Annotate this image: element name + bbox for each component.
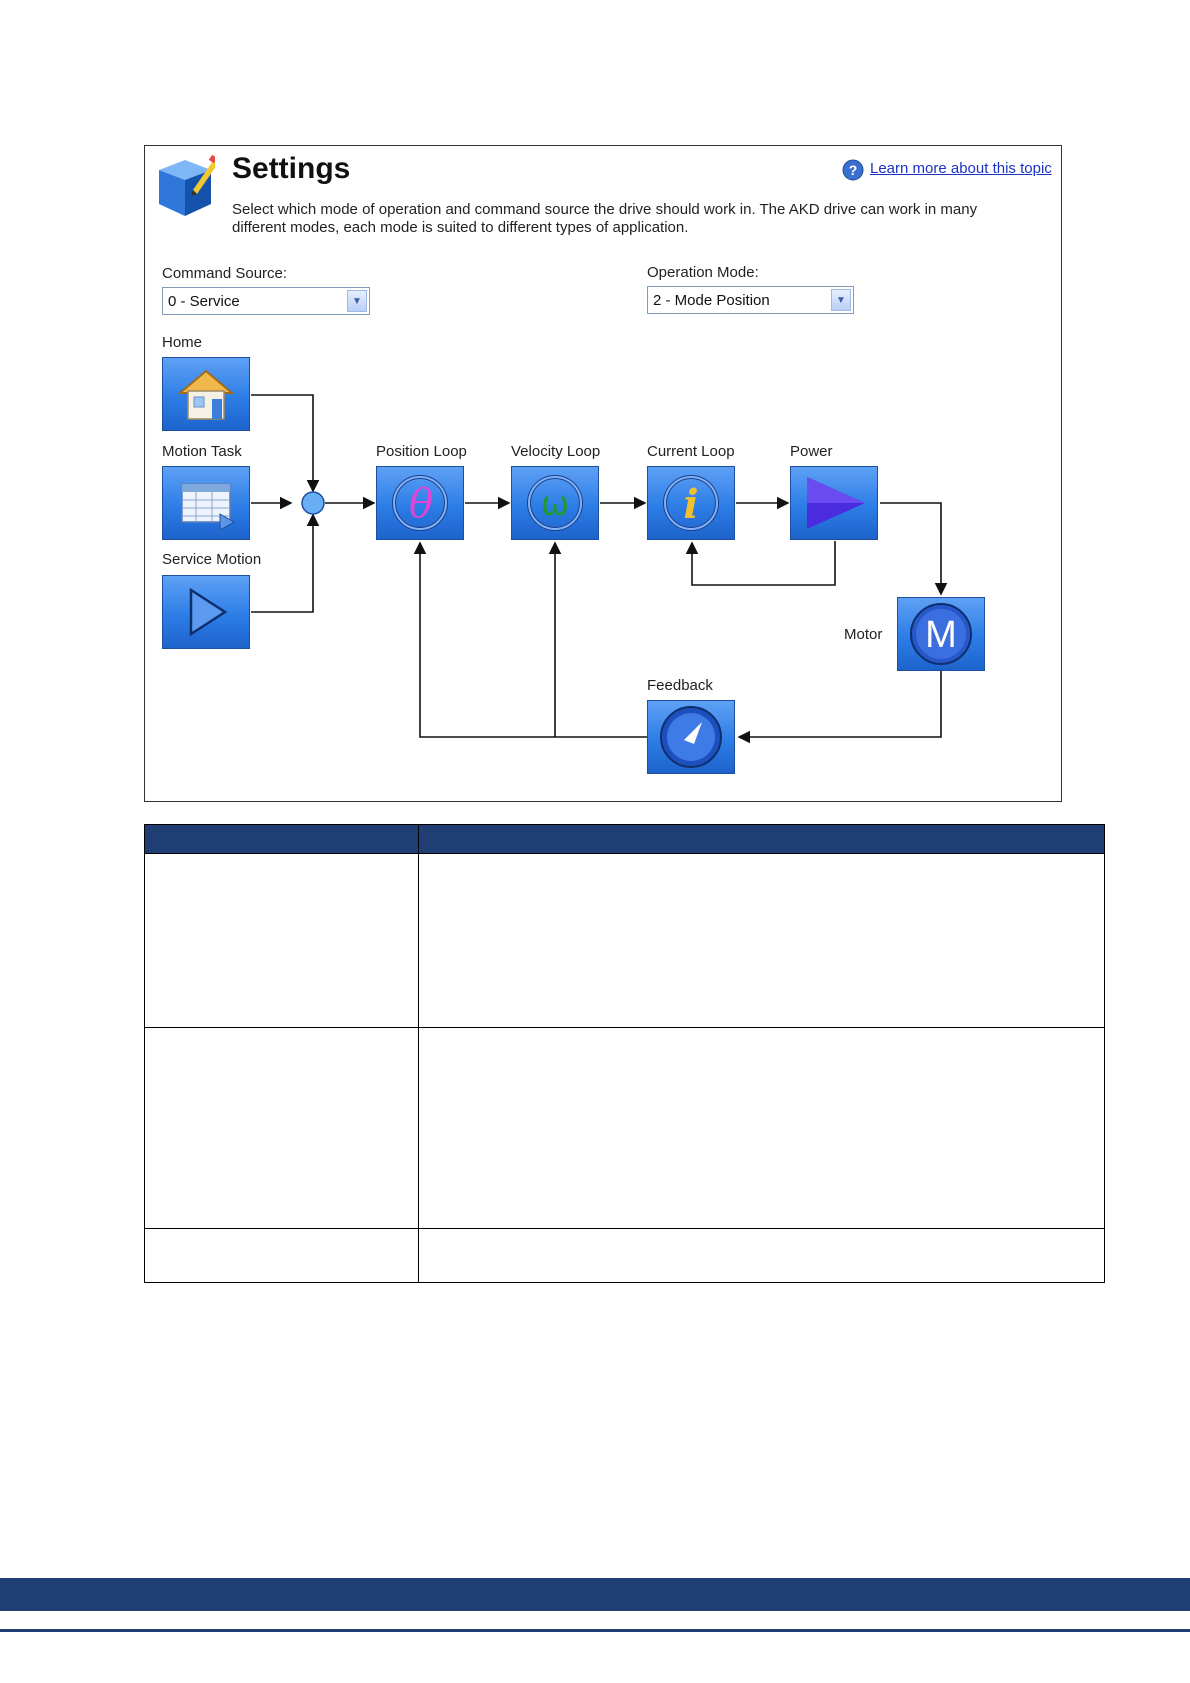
- current-i-icon: i: [663, 475, 719, 531]
- svg-text:?: ?: [849, 162, 858, 178]
- motion-task-label: Motion Task: [162, 443, 242, 460]
- command-source-select[interactable]: 0 - Service ▼: [162, 287, 370, 315]
- table-cell: [418, 1027, 1105, 1229]
- table-cell: [144, 1228, 419, 1283]
- table-cell: [144, 1027, 419, 1229]
- chevron-down-icon[interactable]: ▼: [347, 290, 367, 312]
- play-icon: [189, 587, 228, 637]
- home-block[interactable]: [162, 357, 250, 431]
- omega-icon: ω: [527, 475, 583, 531]
- position-loop-block[interactable]: θ: [376, 466, 464, 540]
- help-icon[interactable]: ?: [842, 159, 864, 181]
- theta-icon: θ: [392, 475, 448, 531]
- current-loop-block[interactable]: i: [647, 466, 735, 540]
- operation-mode-select[interactable]: 2 - Mode Position ▼: [647, 286, 854, 314]
- table-row: [144, 1228, 1105, 1283]
- table-cell: [144, 853, 419, 1028]
- diagram-connectors: [251, 394, 948, 744]
- svg-text:θ: θ: [409, 481, 433, 527]
- command-source-label: Command Source:: [162, 265, 288, 282]
- description-line-2: different modes, each mode is suited to …: [232, 219, 689, 236]
- table-cell: [418, 1228, 1105, 1283]
- table-cell: [418, 853, 1105, 1028]
- motor-block[interactable]: M: [897, 597, 985, 671]
- table-icon: [181, 483, 236, 530]
- table-header-row: [144, 824, 1105, 854]
- operation-mode-label: Operation Mode:: [647, 264, 759, 281]
- table-header-cell: [418, 824, 1105, 854]
- svg-text:M: M: [925, 614, 957, 656]
- feedback-block[interactable]: [647, 700, 735, 774]
- operation-mode-value: 2 - Mode Position: [653, 291, 770, 309]
- svg-text:i: i: [683, 481, 698, 528]
- home-label: Home: [162, 334, 203, 351]
- position-loop-label: Position Loop: [376, 443, 467, 460]
- service-motion-label: Service Motion: [162, 551, 262, 568]
- house-icon: [177, 369, 235, 420]
- settings-cube-icon: [155, 154, 219, 218]
- power-block[interactable]: [790, 466, 878, 540]
- chevron-down-icon[interactable]: ▼: [831, 289, 851, 311]
- description-table: [144, 824, 1105, 1283]
- footer-rule: [0, 1629, 1190, 1632]
- service-motion-block[interactable]: [162, 575, 250, 649]
- power-triangle-icon: [807, 477, 865, 529]
- settings-panel: Settings ? Learn more about this topic S…: [144, 145, 1062, 802]
- description-line-1: Select which mode of operation and comma…: [232, 201, 978, 218]
- motion-task-block[interactable]: [162, 466, 250, 540]
- feedback-dial-icon: [660, 706, 722, 768]
- feedback-label: Feedback: [647, 677, 713, 694]
- velocity-loop-block[interactable]: ω: [511, 466, 599, 540]
- page-title: Settings: [232, 152, 351, 185]
- current-loop-label: Current Loop: [647, 443, 735, 460]
- svg-text:ω: ω: [541, 484, 569, 524]
- velocity-loop-label: Velocity Loop: [511, 443, 601, 460]
- footer-band: [0, 1578, 1190, 1611]
- motor-m-icon: M: [910, 603, 972, 665]
- power-label: Power: [790, 443, 833, 460]
- table-header-cell: [144, 824, 419, 854]
- table-row: [144, 853, 1105, 1028]
- learn-more-link[interactable]: Learn more about this topic: [870, 160, 1052, 177]
- motor-label: Motor: [844, 626, 883, 643]
- command-source-value: 0 - Service: [168, 292, 240, 310]
- table-row: [144, 1027, 1105, 1229]
